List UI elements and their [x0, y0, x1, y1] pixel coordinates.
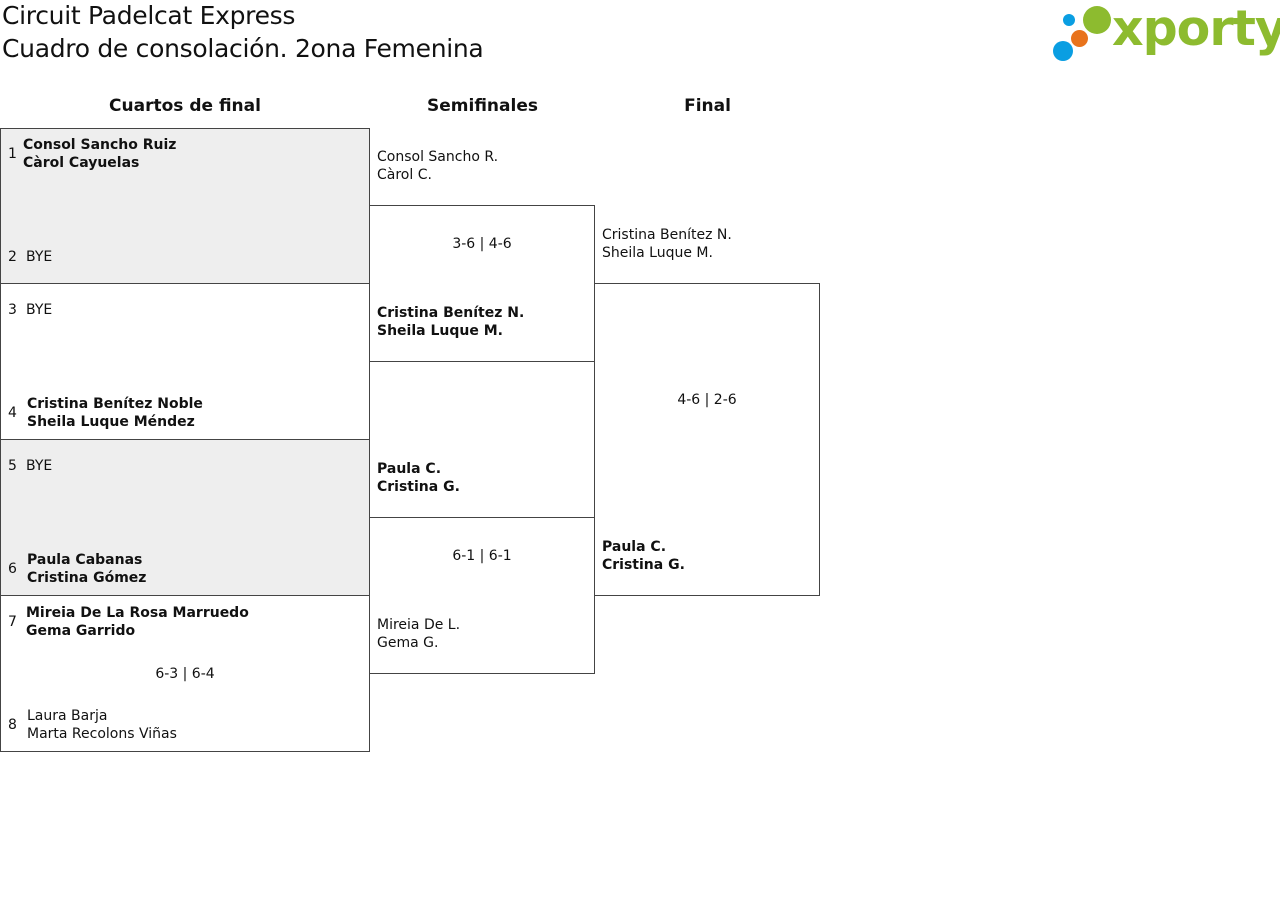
- player-name: Gema Garrido: [26, 623, 136, 639]
- player-name: Laura Barja: [27, 708, 108, 724]
- match-score: 3-6 | 4-6: [452, 236, 512, 252]
- player-name: Consol Sancho R.: [377, 149, 499, 165]
- page-title: Circuit Padelcat Express: [2, 1, 296, 30]
- player-name: Cristina Benítez N.: [377, 305, 525, 321]
- player-name: Càrol C.: [377, 167, 432, 183]
- player-name: BYE: [26, 302, 53, 318]
- player-name: BYE: [26, 458, 53, 474]
- player-name: Mireia De L.: [377, 617, 461, 633]
- player-name: Consol Sancho Ruiz: [23, 137, 177, 153]
- player-name: Gema G.: [377, 635, 439, 651]
- team-bye: BYE: [26, 248, 52, 266]
- player-name: Paula Cabanas: [27, 552, 143, 568]
- page-subtitle: Cuadro de consolación. 2ona Femenina: [2, 34, 484, 63]
- team-barja-recolons[interactable]: Laura Barja Marta Recolons Viñas: [27, 707, 177, 743]
- logo-dot-blue: [1053, 41, 1073, 61]
- team-consol-carol[interactable]: Consol Sancho Ruiz Càrol Cayuelas: [23, 136, 176, 172]
- column-header-semifinals: Semifinales: [427, 96, 538, 116]
- seed-number: 7: [8, 614, 17, 630]
- match-score: 6-3 | 6-4: [155, 666, 215, 682]
- player-name: Càrol Cayuelas: [23, 155, 140, 171]
- player-name: Cristina Benítez N.: [602, 227, 732, 243]
- player-name: Sheila Luque M.: [377, 323, 503, 339]
- xporty-logo[interactable]: xporty: [1050, 0, 1280, 68]
- player-name: Cristina G.: [377, 479, 460, 495]
- quarterfinal-match-4: 7 Mireia De La Rosa Marruedo Gema Garrid…: [0, 595, 370, 752]
- team-benitez-luque[interactable]: Cristina Benítez N. Sheila Luque M.: [602, 226, 732, 262]
- quarterfinal-match-1: 1 Consol Sancho Ruiz Càrol Cayuelas 2 BY…: [0, 128, 370, 284]
- column-header-final: Final: [684, 96, 731, 116]
- team-bye: BYE: [26, 457, 52, 475]
- team-cabanas-gomez-champion[interactable]: Paula C. Cristina G.: [602, 538, 685, 574]
- column-header-quarterfinals: Cuartos de final: [109, 96, 261, 116]
- logo-dot-blue-small: [1063, 14, 1075, 26]
- logo-dot-orange: [1071, 30, 1088, 47]
- team-bye: BYE: [26, 301, 52, 319]
- seed-number: 3: [8, 302, 17, 318]
- seed-number: 8: [8, 717, 17, 733]
- logo-dot-green: [1083, 6, 1111, 34]
- seed-number: 4: [8, 405, 17, 421]
- final-match: [594, 283, 820, 596]
- quarterfinal-match-2: 3 BYE 4 Cristina Benítez Noble Sheila Lu…: [0, 283, 370, 440]
- player-name: Sheila Luque M.: [602, 245, 713, 261]
- player-name: Cristina Benítez Noble: [27, 396, 203, 412]
- team-cabanas-gomez[interactable]: Paula C. Cristina G.: [377, 460, 460, 496]
- quarterfinal-match-3: 5 BYE 6 Paula Cabanas Cristina Gómez: [0, 439, 370, 596]
- seed-number: 6: [8, 561, 17, 577]
- player-name: Sheila Luque Méndez: [27, 414, 195, 430]
- team-cabanas-gomez[interactable]: Paula Cabanas Cristina Gómez: [27, 551, 146, 587]
- player-name: Mireia De La Rosa Marruedo: [26, 605, 249, 621]
- team-delarosa-garrido[interactable]: Mireia De L. Gema G.: [377, 616, 460, 652]
- seed-number: 1: [8, 146, 17, 162]
- logo-wordmark: xporty: [1112, 0, 1280, 57]
- player-name: Cristina G.: [602, 557, 685, 573]
- player-name: Paula C.: [602, 539, 667, 555]
- seed-number: 2: [8, 249, 17, 265]
- player-name: Marta Recolons Viñas: [27, 726, 177, 742]
- team-benitez-luque[interactable]: Cristina Benítez N. Sheila Luque M.: [377, 304, 524, 340]
- team-delarosa-garrido[interactable]: Mireia De La Rosa Marruedo Gema Garrido: [26, 604, 249, 640]
- match-score: 6-1 | 6-1: [452, 548, 512, 564]
- player-name: Paula C.: [377, 461, 442, 477]
- match-score: 4-6 | 2-6: [677, 392, 737, 408]
- team-sancho-cayuelas[interactable]: Consol Sancho R. Càrol C.: [377, 148, 498, 184]
- player-name: BYE: [26, 249, 53, 265]
- seed-number: 5: [8, 458, 17, 474]
- team-benitez-luque[interactable]: Cristina Benítez Noble Sheila Luque Ménd…: [27, 395, 203, 431]
- player-name: Cristina Gómez: [27, 570, 147, 586]
